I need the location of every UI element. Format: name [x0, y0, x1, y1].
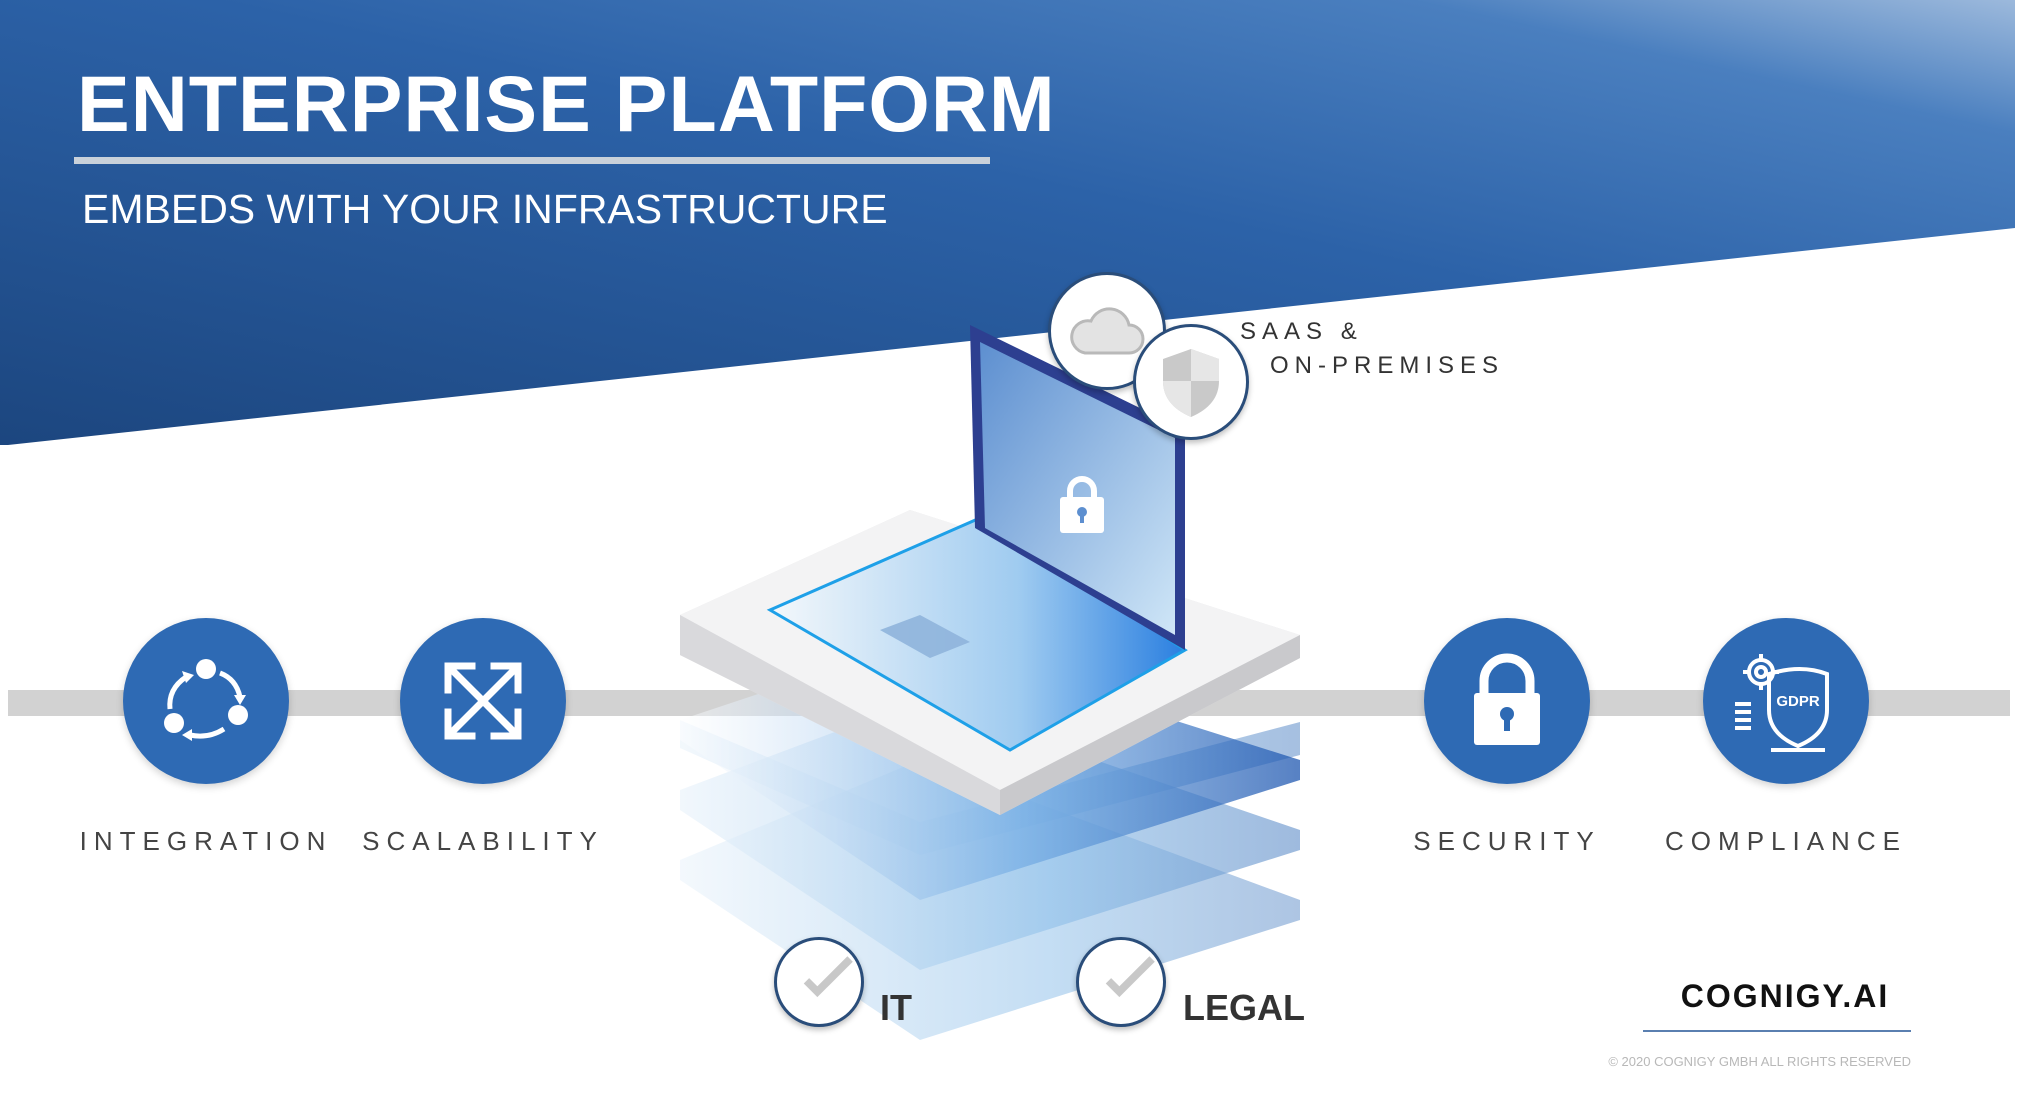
- logo-underline: [1643, 1030, 1911, 1032]
- cloud-icon: [1070, 307, 1145, 355]
- brand-logo: COGNIGY.AI: [1680, 978, 1890, 1014]
- checkmark-icon: [1105, 956, 1155, 998]
- scalability-label: SCALABILITY: [362, 826, 604, 856]
- compliance-label: COMPLIANCE: [1665, 826, 1907, 856]
- scalability-badge: [400, 618, 566, 784]
- page-title: ENTERPRISE PLATFORM: [77, 59, 1056, 148]
- it-check-badge: [774, 937, 864, 1027]
- title-underline: [74, 157, 990, 164]
- deployment-line-1: SAAS &: [1240, 318, 1363, 345]
- compliance-badge: GDPR: [1703, 618, 1869, 784]
- cloud-badge: [1048, 272, 1166, 390]
- integration-badge: [123, 618, 289, 784]
- cycle-arrows-icon: [164, 659, 248, 741]
- svg-text:GDPR: GDPR: [1776, 693, 1820, 710]
- expand-arrows-icon: [444, 662, 522, 740]
- security-badge: [1424, 618, 1590, 784]
- integration-label: INTEGRATION: [79, 826, 333, 856]
- shield-icon: [1163, 349, 1219, 417]
- checkmark-icon: [803, 956, 853, 998]
- padlock-icon: [1474, 653, 1540, 745]
- gdpr-shield-icon: GDPR: [1735, 654, 1829, 752]
- legal-label: LEGAL: [1183, 987, 1305, 1028]
- it-label: IT: [880, 987, 912, 1028]
- deployment-line-2: ON-PREMISES: [1270, 352, 1505, 379]
- header-banner: [0, 0, 2015, 445]
- copyright-text: © 2020 COGNIGY GMBH ALL RIGHTS RESERVED: [1608, 1054, 1911, 1069]
- legal-check-badge: [1076, 937, 1166, 1027]
- shield-badge: [1133, 324, 1249, 440]
- page-subtitle: EMBEDS WITH YOUR INFRASTRUCTURE: [82, 186, 888, 232]
- security-label: SECURITY: [1413, 826, 1601, 856]
